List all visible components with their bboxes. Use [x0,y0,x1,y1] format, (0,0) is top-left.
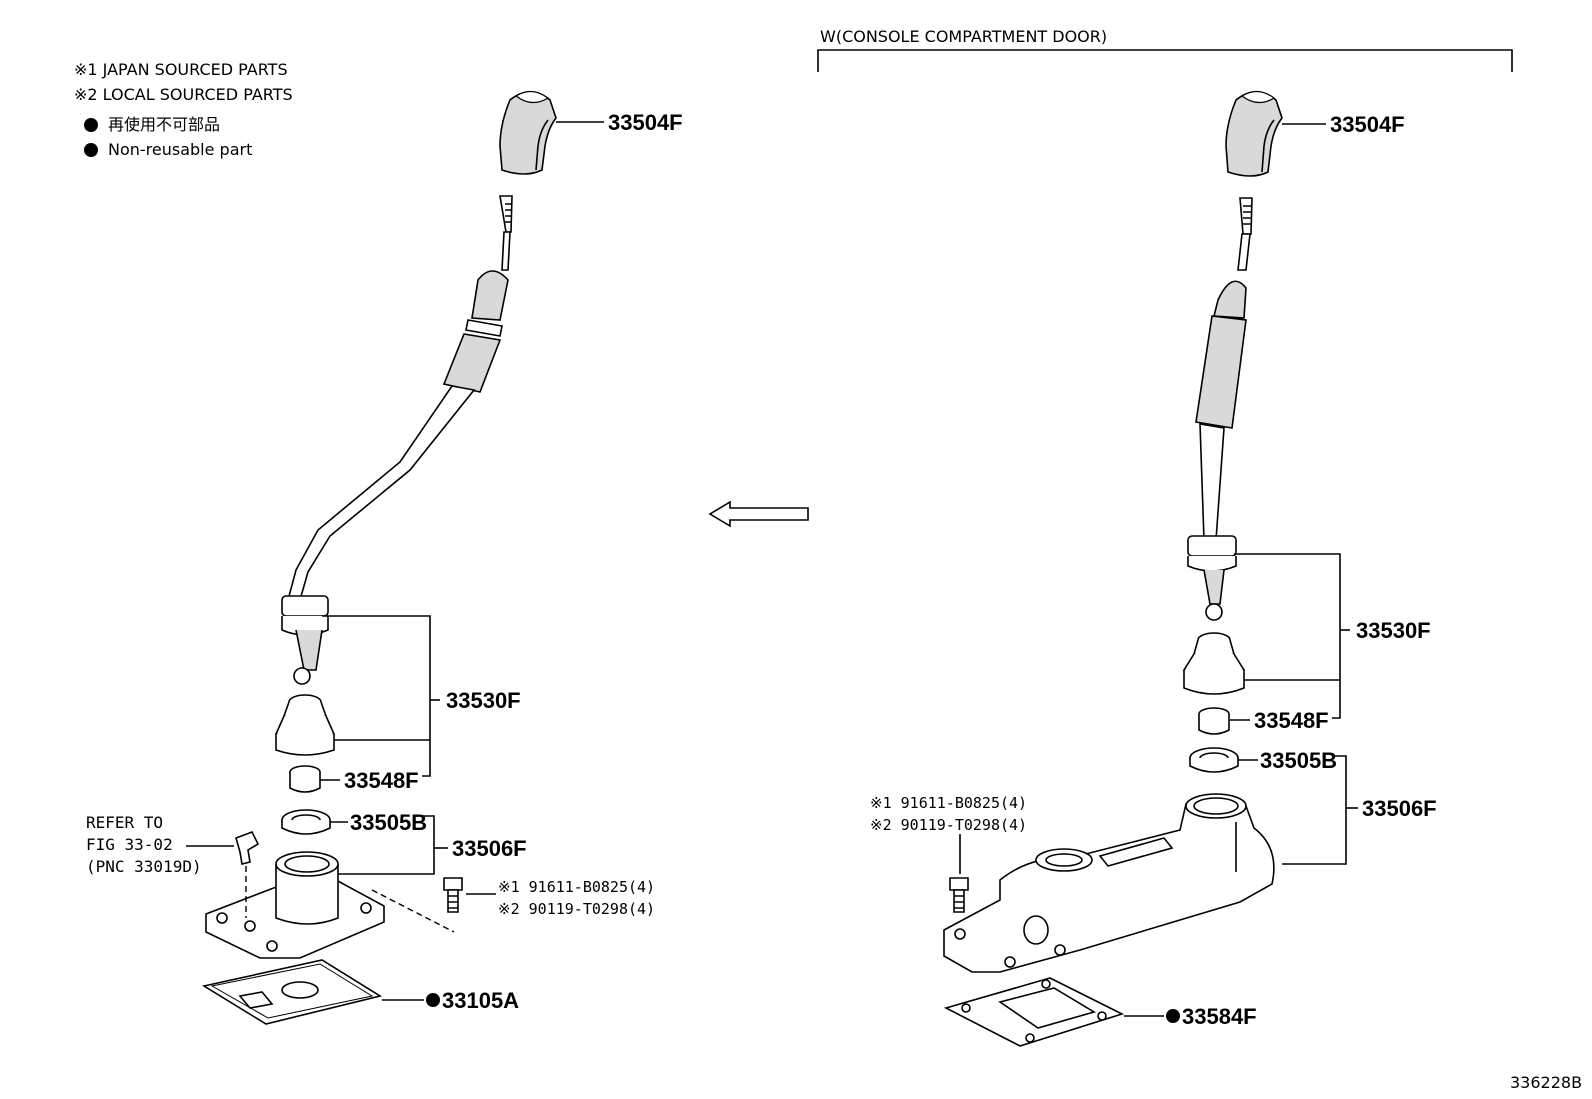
seat-left [281,809,331,835]
gasket-left [201,959,383,1025]
bolt-right [949,877,969,913]
legend-local-sourced: ※2 LOCAL SOURCED PARTS [74,85,293,104]
refer-line-3: (PNC 33019D) [86,857,202,876]
left-arrow-icon [708,500,809,528]
gasket-right [943,977,1125,1047]
shift-lever-left [286,195,513,601]
refer-line-2: FIG 33-02 [86,835,173,854]
left-assembly: 33504F [86,90,683,1025]
legend-non-reusable-en: Non-reusable part [108,140,252,159]
figure-code: 336228B [1510,1073,1582,1092]
bolt-left [443,877,463,913]
part-number-seat-right: 33505B [1260,748,1337,773]
bushing-right [1198,707,1230,735]
part-number-gasket-left: 33105A [442,988,519,1013]
non-reusable-dot-icon [426,993,440,1007]
lever-collar-right [1187,535,1237,621]
part-number-knob-left: 33504F [608,110,683,135]
shift-knob-right [1225,90,1283,177]
refer-line-1: REFER TO [86,813,163,832]
bushing-left [289,765,321,793]
seat-right [1189,747,1239,773]
legend-non-reusable-jp: 再使用不可部品 [108,115,220,134]
part-number-knob-right: 33504F [1330,112,1405,137]
legend-japan-sourced: ※1 JAPAN SOURCED PARTS [74,60,288,79]
part-number-bushing-left: 33548F [344,768,419,793]
lever-boot-right [1182,632,1246,695]
non-reusable-dot-icon [84,118,98,132]
part-number-seat-left: 33505B [350,810,427,835]
bolt-part-2-left: ※2 90119-T0298(4) [498,900,655,918]
variant-title: W(CONSOLE COMPARTMENT DOOR) [820,27,1107,46]
lever-boot-left [274,694,336,756]
non-reusable-dot-icon [84,143,98,157]
part-number-retainer-left: 33506F [452,836,527,861]
bolt-part-2-right: ※2 90119-T0298(4) [870,816,1027,834]
part-number-bushing-right: 33548F [1254,708,1329,733]
lever-collar-left [281,595,329,685]
right-assembly: 33504F [870,90,1437,1047]
part-number-lever-assy-left: 33530F [446,688,521,713]
part-number-lever-assy-right: 33530F [1356,618,1431,643]
part-number-gasket-right: 33584F [1182,1004,1257,1029]
refer-note-left: REFER TO FIG 33-02 (PNC 33019D) [86,813,202,876]
bolt-part-1-right: ※1 91611-B0825(4) [870,794,1027,812]
shift-lever-right [1195,197,1253,541]
legend: ※1 JAPAN SOURCED PARTS ※2 LOCAL SOURCED … [74,60,293,159]
bolt-part-1-left: ※1 91611-B0825(4) [498,878,655,896]
shift-retainer-left [205,851,385,959]
shift-retainer-right [943,793,1275,973]
breather-plug-left [235,830,260,865]
non-reusable-dot-icon [1166,1009,1180,1023]
shift-knob-left [499,90,557,175]
part-number-retainer-right: 33506F [1362,796,1437,821]
console-door-variant-header: W(CONSOLE COMPARTMENT DOOR) [817,27,1513,72]
